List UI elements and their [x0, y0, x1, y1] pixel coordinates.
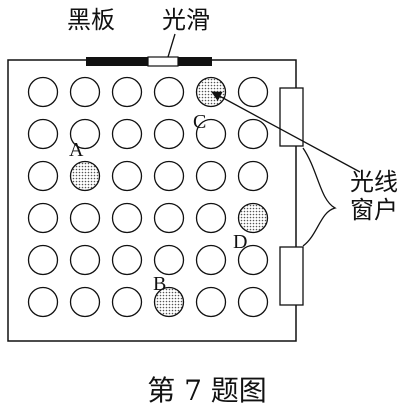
window-pointer [302, 147, 337, 247]
blackboard-label: 黑板 [67, 6, 115, 34]
seat-grid [27, 76, 269, 318]
seat [111, 76, 143, 108]
seat [69, 244, 101, 276]
seat-d [237, 202, 269, 234]
seat-label-a: A [69, 139, 84, 161]
light-ray [211, 91, 361, 173]
seat [27, 160, 59, 192]
seat [237, 286, 269, 318]
blackboard-bar-left [86, 57, 148, 66]
smooth-section [147, 56, 179, 67]
seat [237, 76, 269, 108]
seat [237, 244, 269, 276]
seat [111, 244, 143, 276]
seat [27, 202, 59, 234]
window-lower [279, 246, 304, 306]
seat [111, 286, 143, 318]
seat [111, 202, 143, 234]
seat [153, 244, 185, 276]
seat [153, 118, 185, 150]
seat [111, 160, 143, 192]
seat [69, 286, 101, 318]
seat [237, 160, 269, 192]
seat [195, 244, 227, 276]
seat [195, 202, 227, 234]
seat [27, 286, 59, 318]
seat [27, 244, 59, 276]
window-upper [279, 87, 304, 147]
seat-labels: A B C D [69, 111, 247, 295]
seat-label-d: D [233, 231, 247, 253]
smooth-label: 光滑 [162, 6, 210, 34]
figure-caption: 第 7 题图 [147, 374, 267, 407]
window-label: 窗户 [350, 196, 398, 224]
seat [195, 118, 227, 150]
seat-a [69, 160, 101, 192]
seat-b [153, 286, 185, 318]
seat [69, 202, 101, 234]
seat [195, 160, 227, 192]
seat [237, 118, 269, 150]
blackboard-bar-right [178, 57, 212, 66]
seat [27, 76, 59, 108]
light-label: 光线 [350, 168, 398, 196]
seat [153, 202, 185, 234]
seat-label-c: C [193, 111, 206, 133]
seat [153, 160, 185, 192]
seat [69, 76, 101, 108]
seat [27, 118, 59, 150]
seat [195, 286, 227, 318]
smooth-pointer [167, 33, 176, 58]
seat [153, 76, 185, 108]
seat [111, 118, 143, 150]
seat-label-b: B [153, 273, 166, 295]
seat-c [195, 76, 227, 108]
seat [69, 118, 101, 150]
